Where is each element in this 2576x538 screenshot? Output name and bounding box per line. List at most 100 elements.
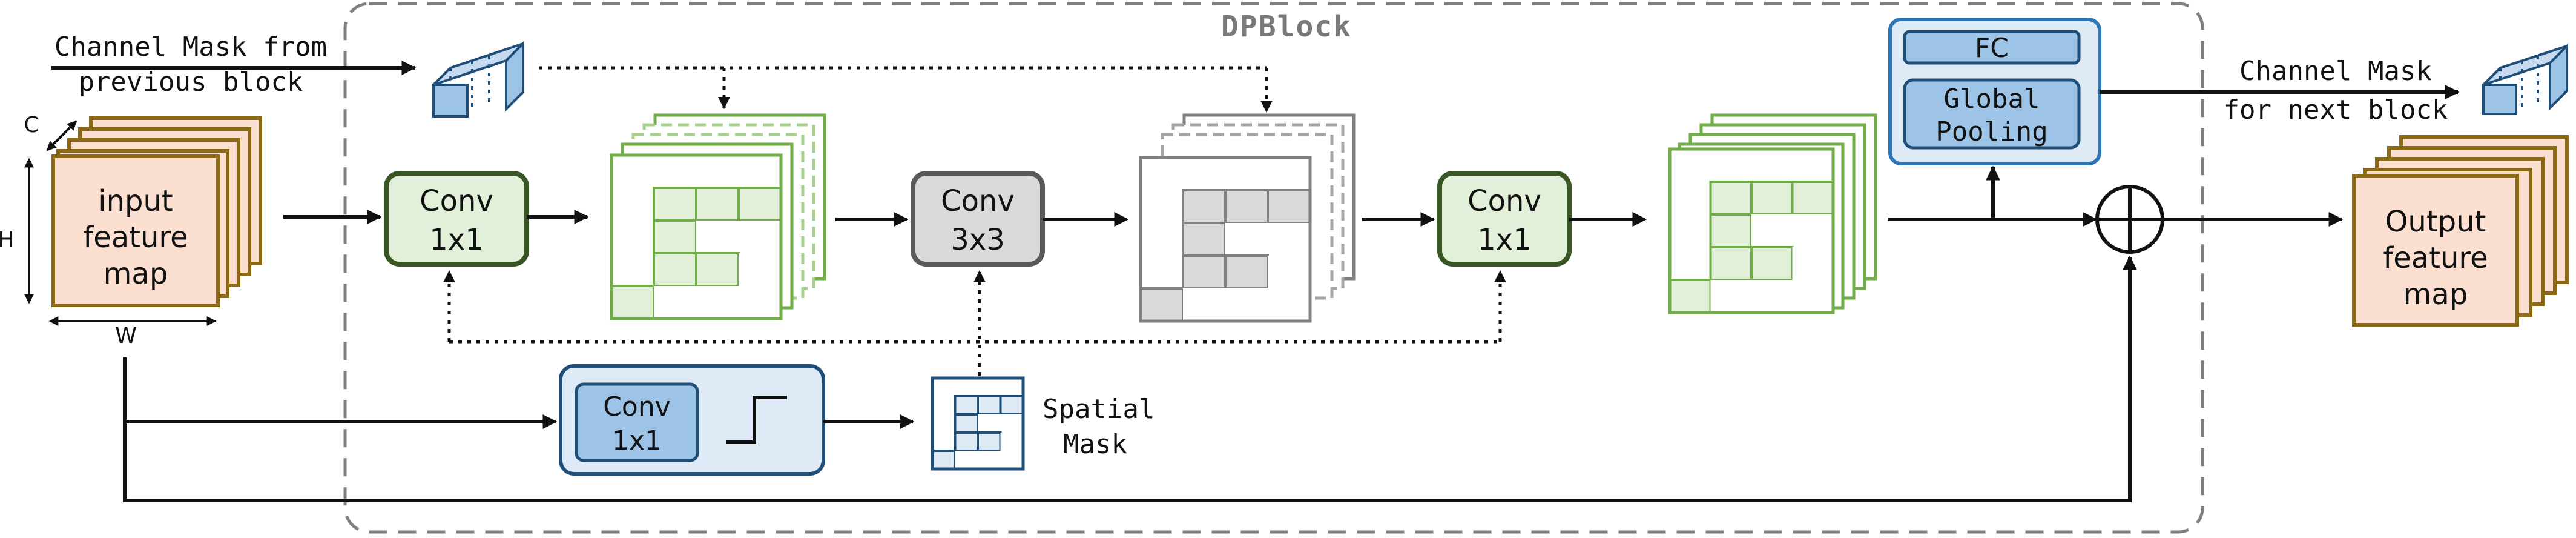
channel-mask-out-label-1: Channel Mask bbox=[2239, 56, 2432, 87]
feature-map-2-grid-border bbox=[1139, 156, 1312, 323]
feature-map-2-grid-cell bbox=[1141, 256, 1183, 288]
feature-map-3-grid-cell bbox=[1670, 247, 1711, 280]
feature-map-3-grid-cell bbox=[1791, 181, 1834, 216]
spatial-mask-cell bbox=[954, 431, 979, 452]
feature-map-1-grid-cell bbox=[654, 286, 696, 319]
axis-c-arrow bbox=[46, 120, 77, 151]
add-operator bbox=[2095, 185, 2164, 254]
spatial-mask-cell bbox=[932, 378, 955, 396]
channel-mask-in-label-2: previous block bbox=[79, 67, 303, 98]
spatial-mask-cell bbox=[932, 414, 955, 433]
output-label-1: Output bbox=[2385, 205, 2486, 239]
feature-map-3-grid-cell bbox=[1751, 214, 1793, 247]
conv2-label-1: Conv bbox=[941, 184, 1015, 218]
arrow-input-to-mask-branch bbox=[123, 357, 558, 429]
conv1-label-2: 1x1 bbox=[429, 223, 483, 257]
fc-box bbox=[1903, 30, 2081, 65]
output-label-3: map bbox=[2403, 277, 2468, 311]
feature-map-1 bbox=[610, 113, 826, 320]
spatial-mask-cell bbox=[1000, 414, 1023, 433]
output-feature-map bbox=[2352, 135, 2569, 327]
input-label-1: input bbox=[98, 184, 173, 218]
axis-h-label: H bbox=[0, 228, 15, 253]
feature-map-1-grid-cell bbox=[611, 155, 654, 188]
feature-map-2-grid-cell bbox=[1268, 256, 1310, 288]
feature-map-2-grid-cell bbox=[1224, 189, 1269, 224]
output-label-2: feature bbox=[2383, 241, 2488, 275]
axis-w-label: W bbox=[115, 324, 137, 348]
feature-map-2-grid-cell bbox=[1225, 223, 1268, 256]
spatial-mask-cell bbox=[932, 396, 955, 414]
feature-map-3-grid-cell bbox=[1751, 149, 1793, 182]
global-pooling-label-2: Pooling bbox=[1935, 116, 2047, 147]
feature-map-1-grid-cell bbox=[737, 187, 782, 222]
feature-map-1-grid-cell bbox=[696, 221, 739, 253]
feature-map-1-grid-cell bbox=[653, 252, 697, 287]
spatial-mask-cell bbox=[978, 451, 1001, 469]
mask-conv-label-1: Conv bbox=[603, 391, 671, 422]
feature-map-2-grid-cell bbox=[1182, 254, 1227, 290]
spatial-mask-label-1: Spatial bbox=[1043, 394, 1155, 425]
dpblock-title: DPBlock bbox=[1221, 10, 1352, 44]
feature-map-1-grid-cell bbox=[611, 253, 654, 286]
feature-map-1-grid-cell bbox=[739, 286, 781, 319]
feature-map-1-grid-cell bbox=[611, 221, 654, 253]
spatial-mask-cell bbox=[977, 431, 1002, 452]
feature-map-3-grid-cell bbox=[1670, 182, 1711, 214]
channel-mask-in-label-1: Channel Mask from bbox=[54, 32, 327, 62]
feature-map-2-grid-cell bbox=[1183, 158, 1225, 190]
feature-map-2-grid-cell bbox=[1224, 254, 1269, 290]
feature-map-1-grid-cell bbox=[695, 252, 740, 287]
feature-map-1-grid-cell bbox=[739, 221, 781, 253]
feature-map-3-grid-cell bbox=[1670, 149, 1711, 182]
feature-map-3-grid-cell bbox=[1709, 246, 1753, 281]
spatial-mask-cell bbox=[931, 450, 957, 470]
feature-map-1-grid-cell bbox=[654, 155, 696, 188]
feature-map-3-grid-cell bbox=[1750, 246, 1794, 281]
feature-map-3-grid-cell bbox=[1792, 247, 1833, 280]
channel-mask-out-label-2: for next block bbox=[2224, 95, 2448, 125]
spatial-mask-cell bbox=[932, 433, 955, 451]
feature-map-2-grid-cell bbox=[1141, 190, 1183, 223]
global-pooling-box bbox=[1903, 78, 2081, 150]
feature-map-3 bbox=[1668, 113, 1877, 314]
spatial-mask-cell bbox=[978, 414, 1001, 433]
input-label-2: feature bbox=[83, 221, 188, 254]
feature-map-3-grid-cell bbox=[1710, 280, 1751, 313]
feature-map-1-grid-cell bbox=[653, 219, 697, 254]
spatial-mask-cell bbox=[955, 451, 978, 469]
conv3-label-1: Conv bbox=[1468, 184, 1541, 218]
feature-map-1-grid-cell bbox=[739, 253, 781, 286]
spatial-mask-cell bbox=[1000, 433, 1023, 451]
feature-map-2-grid-cell bbox=[1141, 223, 1183, 256]
feature-map-3-grid-cell bbox=[1751, 280, 1793, 313]
feature-map-2-grid-cell bbox=[1268, 288, 1310, 321]
spatial-mask-cell bbox=[977, 395, 1002, 416]
conv1-label-1: Conv bbox=[420, 184, 493, 218]
feature-map-2-grid-cell bbox=[1182, 222, 1227, 257]
feature-map-2-grid-cell bbox=[1183, 288, 1225, 321]
step-function-icon bbox=[726, 396, 787, 444]
channel-mask-out-icon bbox=[2482, 43, 2568, 115]
residual-connection bbox=[123, 255, 2137, 502]
spatial-mask-cell bbox=[978, 378, 1001, 396]
spatial-mask-grid bbox=[931, 376, 1025, 471]
feature-map-2-grid-cell bbox=[1182, 189, 1227, 224]
conv2-label-2: 3x3 bbox=[950, 223, 1004, 257]
feature-map-3-grid-cell bbox=[1710, 149, 1751, 182]
feature-map-1-grid-cell bbox=[611, 188, 654, 221]
feature-map-3-grid-cell bbox=[1792, 280, 1833, 313]
feature-map-3-grid-cell bbox=[1750, 181, 1794, 216]
spatial-mask-cell bbox=[954, 395, 979, 416]
mask-conv-label-2: 1x1 bbox=[612, 425, 662, 456]
feature-map-1-grid-cell bbox=[696, 286, 739, 319]
feature-map-1-grid-cell bbox=[696, 155, 739, 188]
feature-map-1-grid-cell bbox=[653, 187, 697, 222]
feature-map-2-grid-cell bbox=[1141, 158, 1183, 190]
spatial-mask-border bbox=[931, 376, 1025, 471]
spatial-mask-cell bbox=[955, 378, 978, 396]
input-label-3: map bbox=[104, 257, 168, 291]
feature-map-3-grid-border bbox=[1668, 147, 1835, 314]
spatial-mask-cell bbox=[999, 395, 1024, 416]
conv3-label-2: 1x1 bbox=[1477, 223, 1531, 257]
